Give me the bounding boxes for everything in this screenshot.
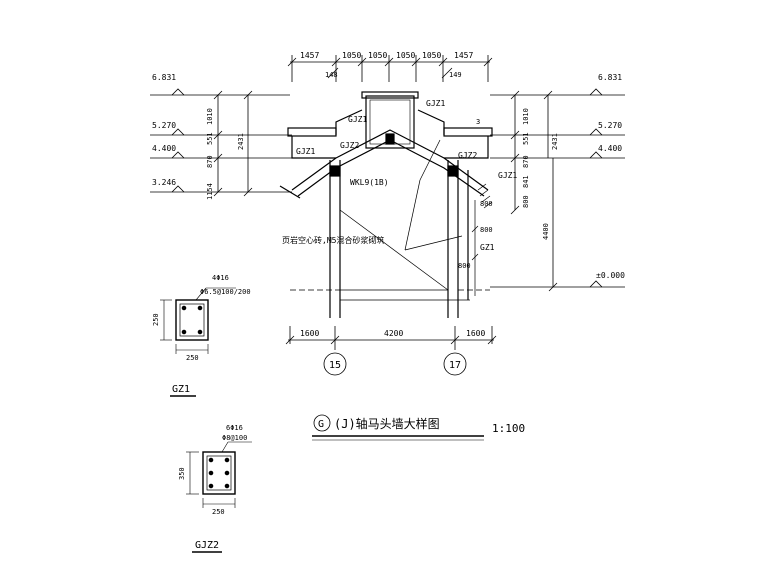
- gz1-stirrup: Φ6.5@100/200: [200, 288, 251, 296]
- dim-bottom-right: 1600: [466, 329, 485, 338]
- gjz2-section: [186, 441, 252, 508]
- dim-left-total: 2431: [237, 133, 245, 150]
- label-gz1-right: GZ1: [480, 243, 495, 252]
- slope-tag: 3: [476, 118, 480, 126]
- axis-marker-g: G: [318, 419, 324, 430]
- gz1-section: [160, 287, 236, 354]
- dim-right-800: 800: [522, 195, 530, 208]
- dim-top-6: 1457: [454, 51, 473, 60]
- gjz2-h: 350: [178, 467, 186, 480]
- label-gjz1-top: GJZ1: [348, 115, 367, 124]
- dim-top-small-left: 148: [325, 71, 338, 79]
- dim-top-5: 1050: [422, 51, 441, 60]
- elev-left-1: 6.831: [152, 73, 176, 82]
- dim-inner-800a: 800: [480, 200, 493, 208]
- dim-bottom-left: 1600: [300, 329, 319, 338]
- gjz2-stirrup: Φ8@100: [222, 434, 247, 442]
- label-wall-note: 页岩空心砖,M5混合砂浆砌筑: [282, 235, 384, 245]
- dim-top-1: 1457: [300, 51, 319, 60]
- elev-right-3: 4.400: [598, 144, 622, 153]
- dim-inner-800c: 800: [458, 262, 471, 270]
- dim-left-870: 870: [206, 155, 214, 168]
- left-elevation-lines: [150, 88, 292, 197]
- gable-elevation: [279, 91, 493, 318]
- elev-right-4: ±0.000: [596, 271, 625, 280]
- elev-right-1: 6.831: [598, 73, 622, 82]
- dim-left-1010: 1010: [206, 108, 214, 125]
- elev-left-3: 4.400: [152, 144, 176, 153]
- dim-right-841: 841: [522, 175, 530, 188]
- elev-right-2: 5.270: [598, 121, 622, 130]
- label-gjz2-right: GJZ2: [458, 151, 477, 160]
- label-gjz1-right: GJZ1: [498, 171, 517, 180]
- dim-left-1154: 1154: [206, 183, 214, 200]
- dim-left-551: 551: [206, 132, 214, 145]
- dim-right-870: 870: [522, 155, 530, 168]
- axis-marker-g-circle: [313, 414, 331, 432]
- slope-hatch: [477, 183, 493, 209]
- dim-inner-800b: 800: [480, 226, 493, 234]
- dim-bottom-mid: 4200: [384, 329, 403, 338]
- dim-right-1010: 1010: [522, 108, 530, 125]
- dim-right-551: 551: [522, 132, 530, 145]
- dim-top-small-right: 149: [449, 71, 462, 79]
- gz1-name: GZ1: [172, 384, 190, 395]
- right-elevation-lines: [490, 88, 625, 292]
- label-gjz2-left: GJZ2: [340, 141, 359, 150]
- label-gjz1-left: GJZ1: [296, 147, 315, 156]
- dim-right-total: 2431: [551, 133, 559, 150]
- gz1-w: 250: [186, 354, 199, 362]
- dim-right-4400: 4400: [542, 223, 550, 240]
- elev-left-2: 5.270: [152, 121, 176, 130]
- axis-15: 15: [329, 360, 341, 371]
- top-dimension-chain: [287, 55, 493, 82]
- bottom-dimension-chain: [285, 326, 497, 376]
- label-beam: WKL9(1B): [350, 178, 389, 187]
- drawing-title: (J)轴马头墙大样图: [334, 416, 440, 431]
- elev-left-4: 3.246: [152, 178, 176, 187]
- dim-top-4: 1050: [396, 51, 415, 60]
- label-gjz1-top-right: GJZ1: [426, 99, 445, 108]
- axis-17: 17: [449, 360, 461, 371]
- gz1-h: 250: [152, 313, 160, 326]
- gjz2-rebar: 6Φ16: [226, 424, 243, 432]
- gjz2-w: 250: [212, 508, 225, 516]
- dim-top-3: 1050: [368, 51, 387, 60]
- dim-top-2: 1050: [342, 51, 361, 60]
- gz1-rebar: 4Φ16: [212, 274, 229, 282]
- gjz2-name: GJZ2: [195, 540, 219, 551]
- drawing-scale: 1:100: [492, 422, 525, 435]
